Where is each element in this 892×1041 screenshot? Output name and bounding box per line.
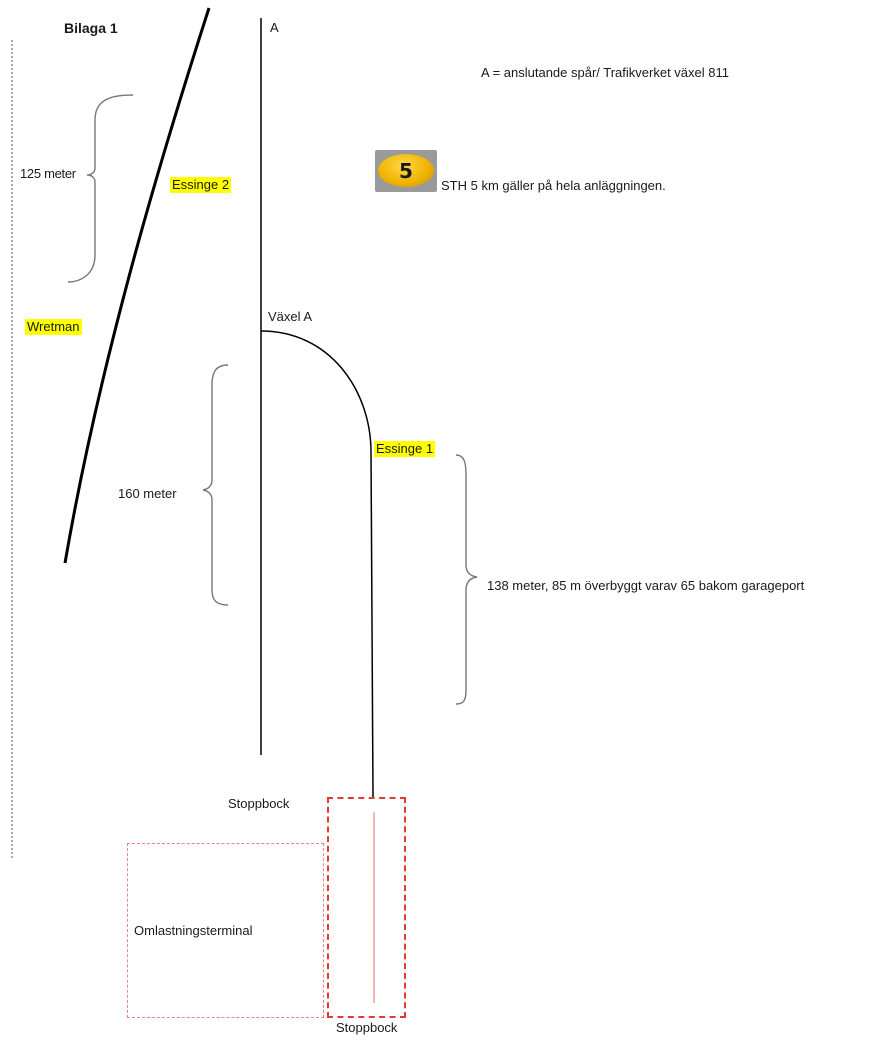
wretman-brace: [67, 94, 134, 283]
stoppbock-top-label: Stoppbock: [228, 796, 290, 811]
wretman-track: [63, 7, 211, 564]
essinge2-label: Essinge 2: [170, 177, 232, 193]
essinge1-measurement: 138 meter, 85 m överbyggt varav 65 bakom…: [487, 578, 805, 593]
wretman-label: Wretman: [25, 319, 82, 335]
essinge1-label: Essinge 1: [374, 441, 436, 457]
track-a-measurement: 160 meter: [118, 486, 177, 501]
wretman-measurement: 125 meter: [20, 166, 76, 181]
track-a-brace: [202, 364, 229, 606]
stoppbock-outline: [327, 797, 406, 1018]
terminal-outline: [127, 843, 324, 1018]
page-title: Bilaga 1: [64, 20, 118, 36]
switch-a-label: Växel A: [268, 309, 313, 324]
essinge1-track: [260, 330, 374, 798]
track-a-label: A: [270, 20, 279, 35]
terminal-label: Omlastningsterminal: [134, 923, 253, 938]
speed-note-text: STH 5 km gäller på hela anläggningen.: [441, 178, 666, 193]
speed-sign-value: 5: [378, 154, 434, 187]
speed-sign-icon: 5: [375, 150, 437, 192]
track-key-text: A = anslutande spår/ Trafikverket växel …: [481, 65, 729, 80]
stoppbock-bottom-label: Stoppbock: [336, 1020, 398, 1035]
essinge1-brace: [455, 454, 478, 705]
